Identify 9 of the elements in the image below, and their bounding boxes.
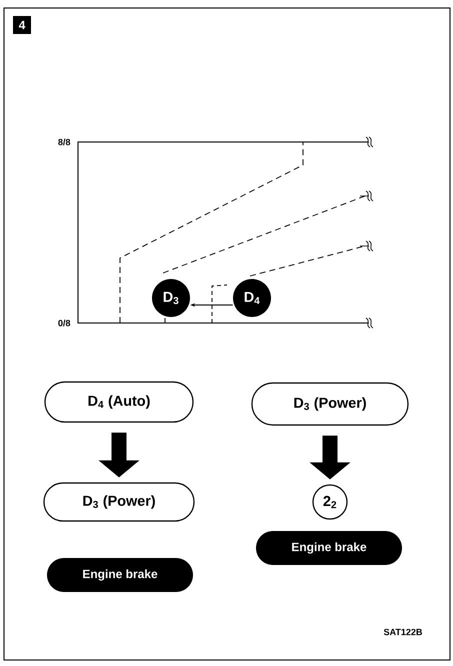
mode-box: D$_{3}$ (Power) <box>251 382 409 426</box>
mode-box: D$_{3}$ (Power) <box>43 482 195 522</box>
figure-code: SAT122B <box>384 628 422 636</box>
mode-box: D$_{4}$ (Auto) <box>44 381 194 423</box>
axis-label: 0/8 <box>58 320 70 326</box>
axis-label: 8/8 <box>58 138 70 146</box>
number-badge: 4 <box>13 16 31 34</box>
engine-brake-badge: Engine brake <box>256 531 402 565</box>
engine-brake-badge: Engine brake <box>47 558 193 592</box>
